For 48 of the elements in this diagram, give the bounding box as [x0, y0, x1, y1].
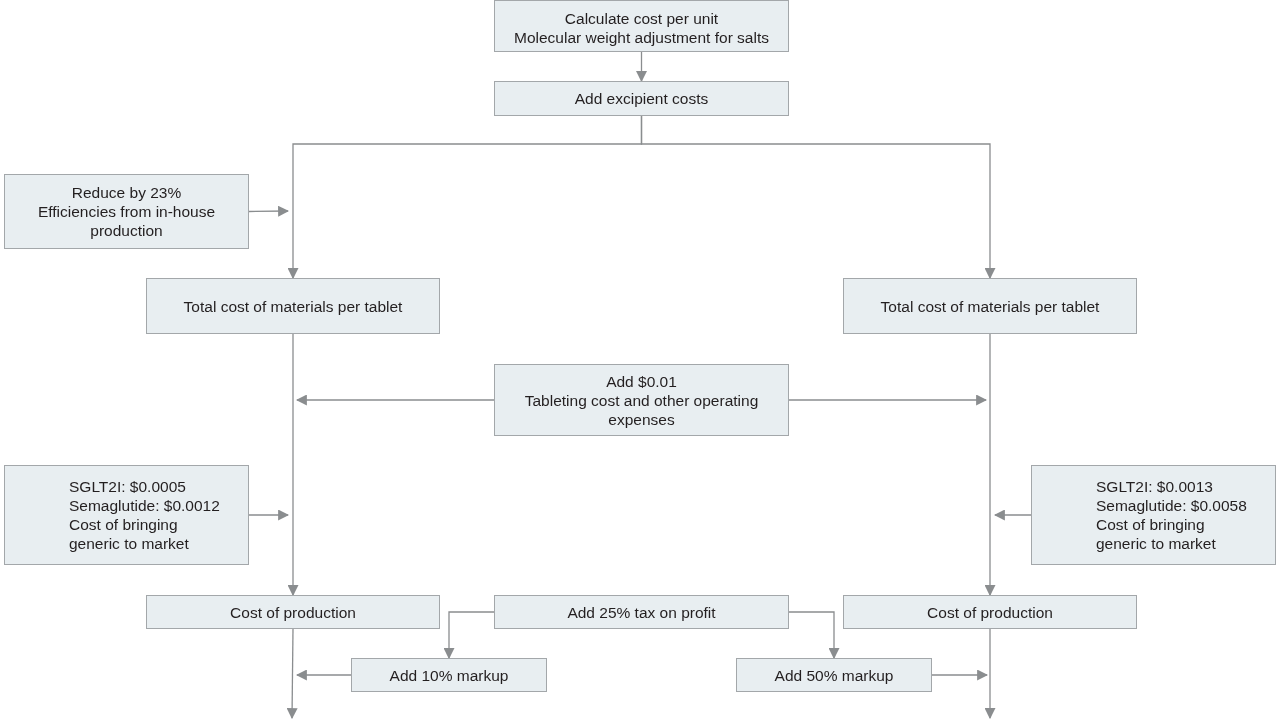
box-text: SGLT2I: $0.0013 — [1096, 477, 1213, 496]
arrow — [295, 394, 495, 406]
box-text: Tableting cost and other operating expenses — [523, 390, 760, 429]
box-text: Semaglutide: $0.0058 — [1096, 496, 1247, 515]
box-text: Semaglutide: $0.0012 — [69, 496, 220, 515]
box-text: Molecular weight adjustment for salts — [514, 28, 769, 47]
process-box — [843, 278, 1137, 334]
process-box — [494, 595, 789, 629]
arrow — [248, 509, 290, 521]
connector-arrow — [636, 51, 647, 83]
box-text: Add $0.01 — [606, 371, 677, 391]
process-box — [4, 465, 249, 565]
process-box — [4, 174, 249, 249]
box-text: Cost of production — [927, 602, 1053, 622]
process-box — [843, 595, 1137, 629]
connector-arrow — [287, 333, 299, 597]
box-text: Reduce by 23% — [71, 183, 182, 202]
process-box — [1031, 465, 1276, 565]
process-box — [146, 278, 440, 334]
arrow — [984, 628, 996, 720]
connector-arrow — [640, 115, 996, 280]
box-text: Add excipient costs — [574, 89, 709, 108]
arrow — [788, 394, 988, 406]
arrow — [248, 205, 290, 217]
process-box — [494, 364, 789, 436]
connector-arrow — [788, 611, 840, 660]
process-box — [351, 658, 547, 692]
arrow — [286, 628, 298, 720]
arrow — [931, 669, 989, 681]
box-text: Cost of bringing generic to market — [1096, 515, 1217, 553]
box-text: SGLT2I: $0.0005 — [69, 477, 186, 496]
process-box — [494, 0, 789, 52]
connector-arrow — [443, 611, 495, 660]
connector-arrow — [984, 333, 996, 597]
box-text: Cost of production — [230, 602, 356, 622]
process-box — [146, 595, 440, 629]
arrow — [993, 509, 1032, 521]
box-text: Total cost of materials per tablet — [880, 296, 1100, 316]
box-text: Efficiencies from in-house production — [36, 202, 217, 240]
process-box — [494, 81, 789, 116]
box-text: Add 50% markup — [774, 665, 894, 685]
arrow — [295, 669, 352, 681]
box-text: Add 25% tax on profit — [567, 602, 716, 622]
box-text: Cost of bringing generic to market — [69, 515, 190, 553]
box-text: Add 10% markup — [389, 665, 509, 685]
box-text: Total cost of materials per tablet — [183, 296, 403, 316]
process-box — [736, 658, 932, 692]
box-text: Calculate cost per unit — [564, 9, 719, 28]
